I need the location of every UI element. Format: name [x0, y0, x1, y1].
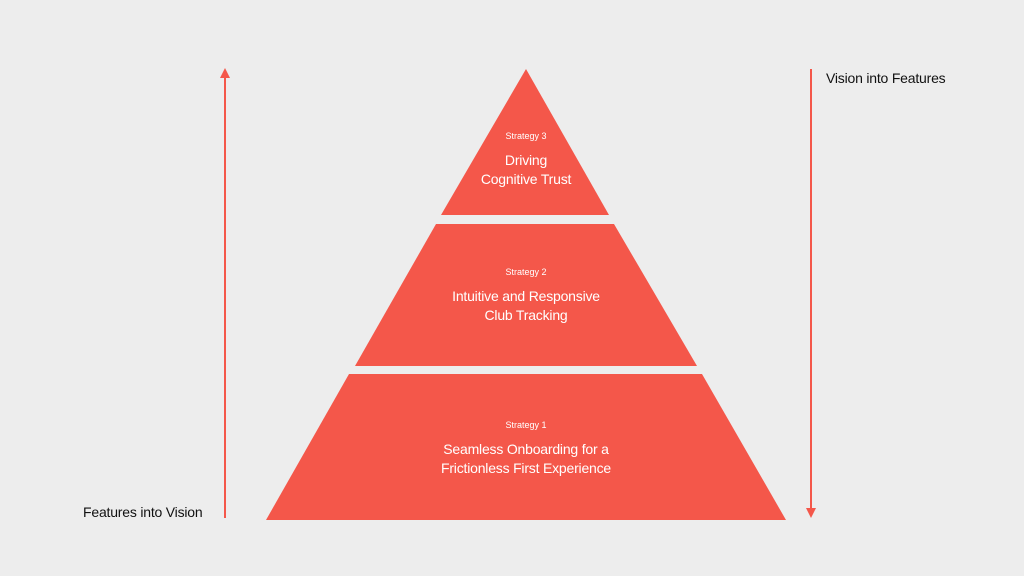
strategy-1-kicker: Strategy 1	[505, 420, 547, 430]
pyramid-tier-3-shape	[441, 69, 609, 215]
strategy-3-block: Strategy 3 Driving Cognitive Trust	[480, 130, 572, 189]
vision-into-features-label: Vision into Features	[826, 70, 946, 86]
strategy-2-block: Strategy 2 Intuitive and Responsive Club…	[452, 266, 600, 325]
strategy-1-title: Seamless Onboarding for a Frictionless F…	[440, 441, 612, 476]
strategy-3-title: Driving Cognitive Trust	[480, 152, 572, 187]
down-arrow-icon	[806, 69, 816, 518]
strategy-2-kicker: Strategy 2	[505, 267, 547, 277]
pyramid-tier-2-shape	[355, 224, 697, 366]
strategy-3-kicker: Strategy 3	[505, 131, 547, 141]
pyramid-tier-1-shape	[266, 374, 786, 520]
strategy-1-block: Strategy 1 Seamless Onboarding for a Fri…	[441, 419, 611, 478]
strategy-2-title: Intuitive and Responsive Club Tracking	[452, 288, 600, 323]
features-into-vision-label: Features into Vision	[83, 504, 203, 520]
up-arrow-icon	[220, 68, 230, 518]
